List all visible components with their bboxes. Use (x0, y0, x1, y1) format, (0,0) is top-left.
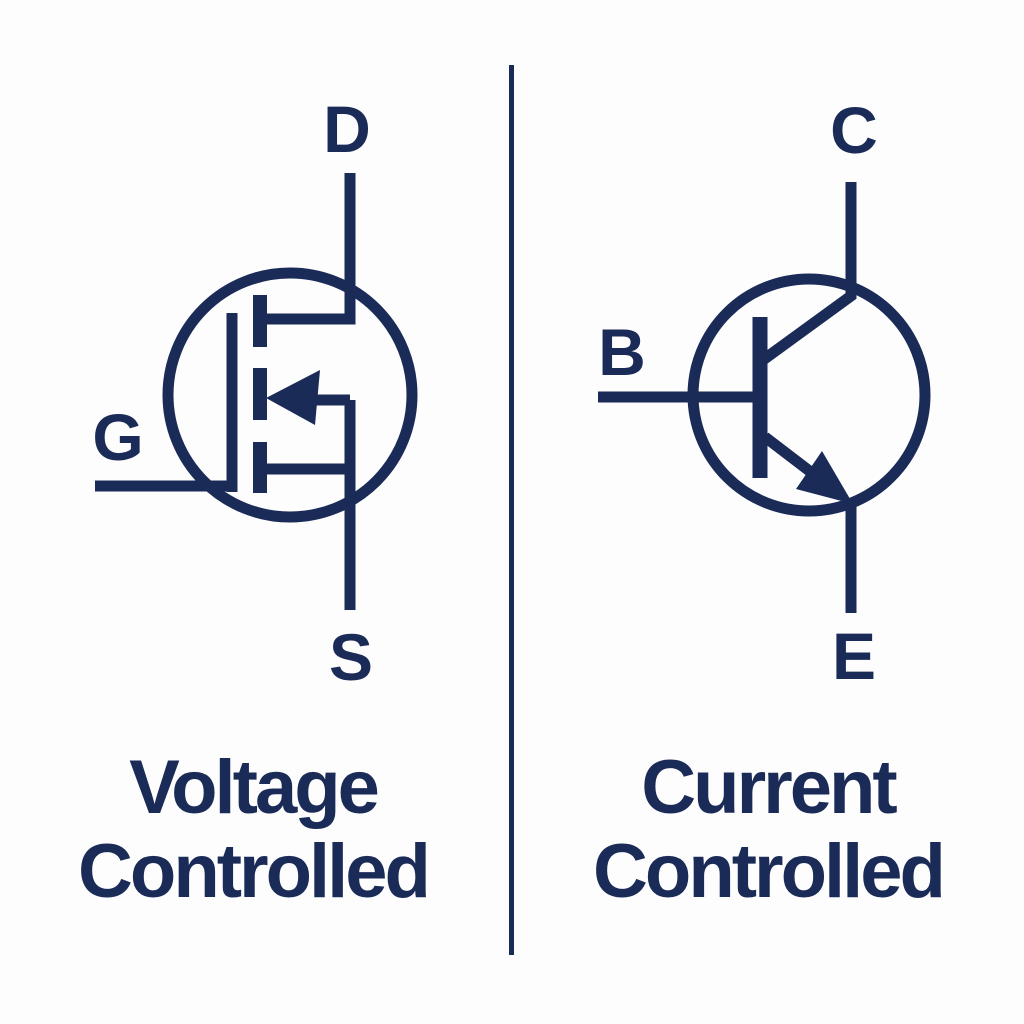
mosfet-drain-label: D (323, 92, 371, 166)
mosfet-caption: Voltage Controlled (78, 745, 431, 914)
bjt-caption-line1: Current (641, 745, 897, 830)
mosfet-symbol (95, 173, 418, 610)
bjt-caption-line2: Controlled (593, 829, 946, 914)
bjt-emitter-lead (761, 432, 857, 613)
mosfet-drain-lead (267, 173, 356, 325)
bjt-emitter-arrow-icon (796, 451, 853, 504)
bjt-emitter-label: E (831, 619, 876, 693)
bjt-base-label: B (598, 315, 646, 389)
bjt-caption: Current Controlled (593, 745, 946, 914)
bjt-collector-lead (759, 182, 857, 365)
mosfet-caption-line1: Voltage (129, 745, 380, 830)
mosfet-gate-label: G (92, 400, 143, 474)
bjt-symbol (598, 182, 931, 613)
panel-divider-line (509, 65, 514, 955)
mosfet-caption-line2: Controlled (78, 829, 431, 914)
mosfet-source-label: S (328, 620, 373, 694)
bjt-collector-label: C (830, 93, 878, 167)
mosfet-body-circle (162, 267, 418, 523)
mosfet-body-arrow-icon (266, 370, 320, 425)
